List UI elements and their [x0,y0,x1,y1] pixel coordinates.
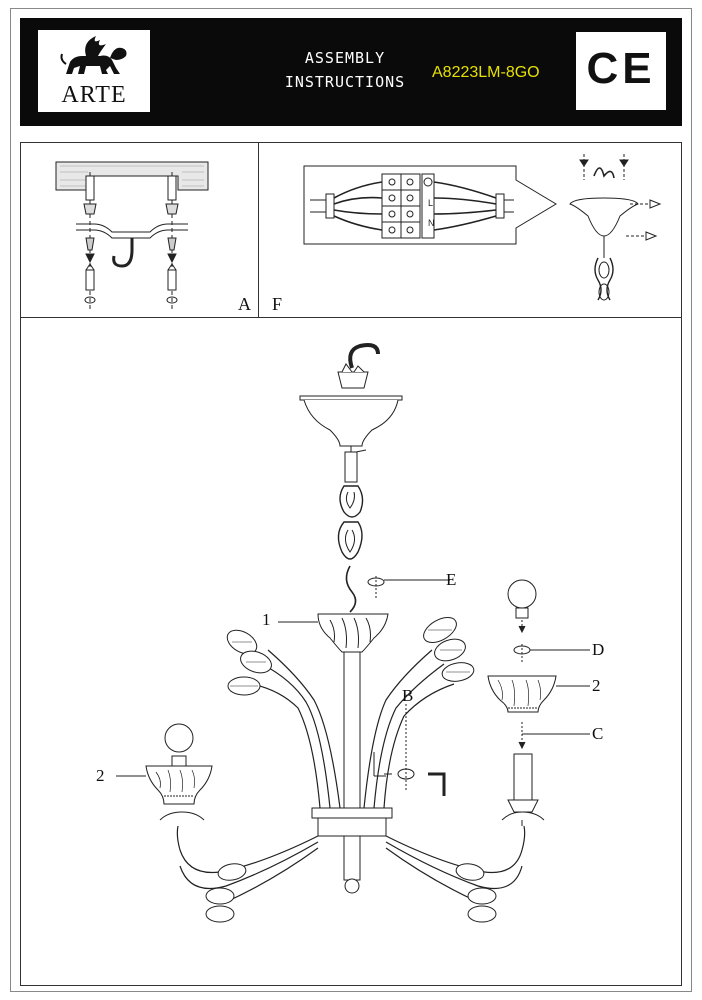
callout-1: 1 [262,610,271,629]
terminal-letter-l: L [428,198,433,208]
ceiling-mount-diagram [55,161,209,310]
panel-divider [258,142,259,318]
terminal-letter-n: N [428,218,435,228]
header-bar: ARTE ASSEMBLY INSTRUCTIONS A8223LM-8GO C… [20,18,682,126]
chandelier-diagram [116,343,590,923]
main-assembly-panel [20,318,682,986]
title-line-2: INSTRUCTIONS [284,73,406,91]
model-number: A8223LM-8GO [432,64,540,81]
callout-2-right: 2 [592,676,601,695]
wiring-diagram [303,154,662,301]
winged-lion-icon [60,36,127,74]
title-line-1: ASSEMBLY [304,49,386,67]
document-title: ASSEMBLY INSTRUCTIONS [270,46,420,94]
ce-mark-text: CE [586,44,656,93]
callout-b: B [402,686,414,705]
brand-logo: ARTE [38,30,150,112]
callout-d: D [592,640,605,659]
callout-e: E [446,570,457,589]
callout-2-left: 2 [96,766,105,785]
top-panels [20,142,682,318]
panel-label-f: F [272,294,283,314]
page-border [10,8,692,992]
panel-label-a: A [238,294,251,314]
callout-c: C [592,724,604,743]
ce-mark: CE [576,32,666,110]
brand-name: ARTE [61,82,127,108]
